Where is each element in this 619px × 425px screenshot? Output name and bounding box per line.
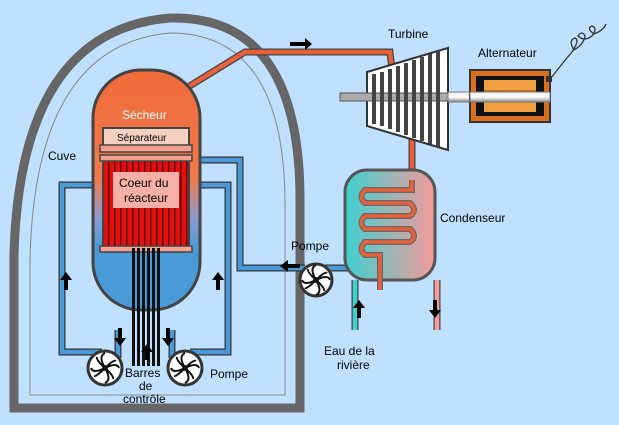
control-rods-label-line3: contrôle xyxy=(123,392,166,406)
alternator-output-wire xyxy=(550,23,607,79)
flow-arrow-rods xyxy=(141,344,153,360)
containment-building xyxy=(9,13,305,413)
control-rods-label-line2: de xyxy=(139,379,153,393)
control-rods-label-line1: Barres xyxy=(125,366,160,380)
turbine xyxy=(339,46,471,152)
recirc-pump-label: Pompe xyxy=(210,367,248,381)
flow-arrow-recirc-down-left xyxy=(114,328,126,346)
separator-label: Séparateur xyxy=(117,133,167,144)
feedwater-pump xyxy=(298,262,334,298)
recirc-pump-right xyxy=(166,349,204,387)
feedwater-pump-label: Pompe xyxy=(291,239,329,253)
flow-arrow-steam xyxy=(290,38,312,50)
river-label-line1: Eau de la xyxy=(324,344,375,358)
river-label-line2: rivière xyxy=(337,358,370,372)
turbine-label: Turbine xyxy=(388,27,429,41)
recirc-pump-left xyxy=(86,349,124,387)
core-label-line1: Coeur du xyxy=(119,176,168,190)
alternator xyxy=(469,69,552,123)
alternator-label: Alternateur xyxy=(478,46,537,60)
core-label-box xyxy=(113,172,179,208)
flow-arrow-river-in xyxy=(353,300,365,318)
control-rods xyxy=(132,248,160,366)
core-label-line2: réacteur xyxy=(124,191,168,205)
feedwater-line xyxy=(190,156,359,272)
flow-arrow-recirc-up-right xyxy=(212,272,224,290)
flow-arrow-recirc-up-left xyxy=(60,272,72,290)
dryer-label: Sécheur xyxy=(122,108,167,122)
flow-arrow-feedwater xyxy=(280,260,300,272)
containment-inner xyxy=(29,32,286,396)
condenser xyxy=(343,168,437,282)
vessel-label: Cuve xyxy=(48,149,76,163)
turbine-shaft xyxy=(447,91,471,103)
condenser-label: Condenseur xyxy=(440,211,505,225)
flow-arrow-recirc-down-right xyxy=(162,328,174,346)
flow-arrow-river-out xyxy=(429,300,441,318)
